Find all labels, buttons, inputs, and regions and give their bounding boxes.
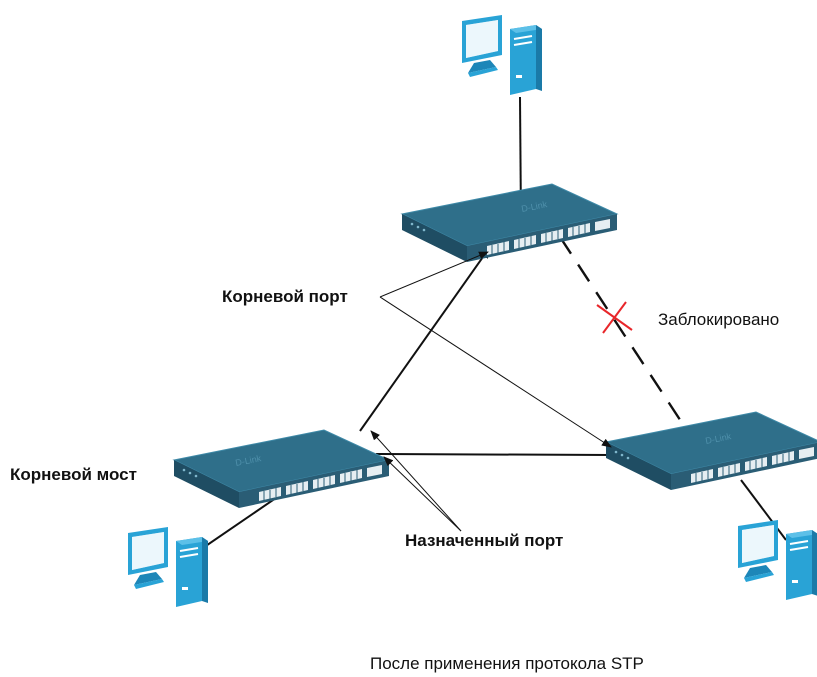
blocked-label: Заблокировано [658,310,780,329]
svg-text:D-Link: D-Link [520,199,548,214]
svg-text:D-Link: D-Link [704,431,732,446]
diagram-caption: После применения протокола STP [370,654,644,673]
link-root-to-top [359,246,491,432]
designated-port-pointer-2 [383,456,462,532]
left-pc-icon [127,526,209,608]
root-port-label: Корневой порт [222,287,348,306]
link-root-to-right [364,448,613,459]
link-blocked [558,236,692,436]
root-port-pointer-2 [379,296,612,448]
right-pc-icon [737,519,817,601]
top-pc-icon [461,14,543,96]
right-switch: D-Link [605,411,817,491]
top-switch: D-Link [401,183,618,263]
svg-text:D-Link: D-Link [234,453,262,468]
root-bridge-label: Корневой мост [10,465,137,484]
link-right-pc [740,479,787,541]
root-port-pointer-1 [379,251,489,298]
designated-port-label: Назначенный порт [405,531,564,550]
root-bridge-switch: D-Link [173,429,390,509]
designated-port-pointer-1 [370,430,462,532]
blocked-x-icon [596,301,633,334]
